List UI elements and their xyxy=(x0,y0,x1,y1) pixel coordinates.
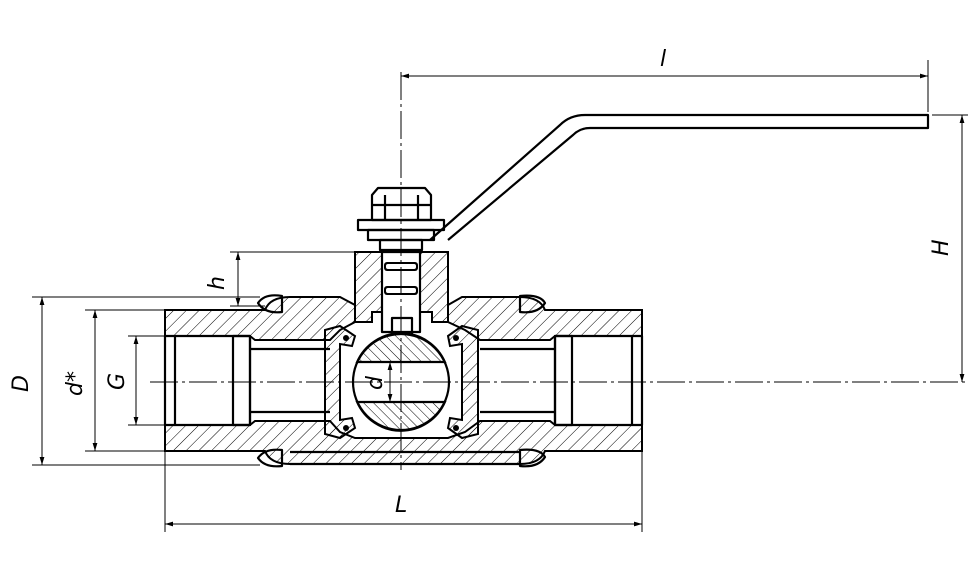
dim-label-stem-height: h xyxy=(205,276,230,290)
dim-label-height: H xyxy=(929,239,954,256)
dim-label-handle-length: l xyxy=(660,47,666,72)
dim-label-outer-diameter: D xyxy=(9,375,34,392)
dimension-lines xyxy=(32,60,968,532)
body-lower-wall xyxy=(164,420,643,468)
stem-housing xyxy=(354,250,449,338)
dim-label-bore: d xyxy=(363,375,388,390)
dim-label-seat-diameter: d* xyxy=(63,371,88,396)
handle-lever xyxy=(429,113,930,241)
body-upper-wall xyxy=(164,294,643,341)
centerlines xyxy=(150,72,968,470)
dim-label-overall-length: L xyxy=(395,493,407,518)
dim-label-thread: G xyxy=(105,373,130,390)
threaded-ends xyxy=(163,334,644,427)
